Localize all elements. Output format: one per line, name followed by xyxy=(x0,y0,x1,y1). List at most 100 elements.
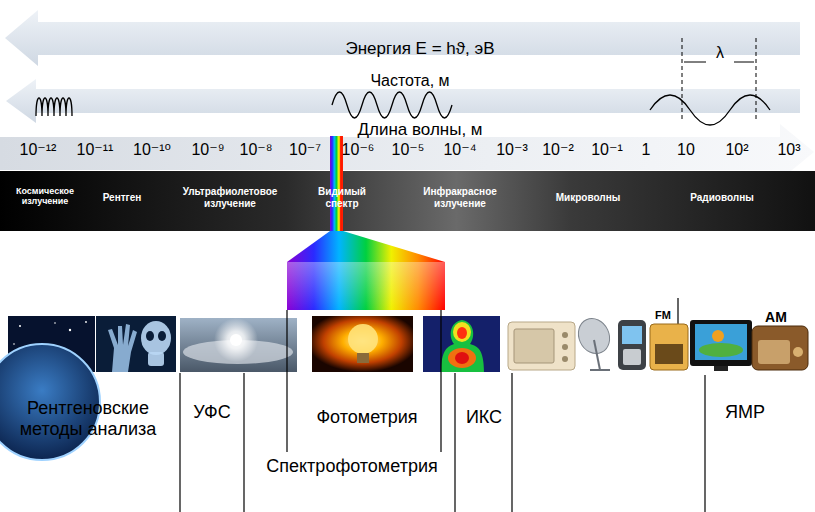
visible-zoom xyxy=(287,231,445,262)
fm-radio-picture xyxy=(650,298,688,370)
scale-number: 10⁻¹² xyxy=(20,141,57,159)
lambda-marker xyxy=(734,62,754,63)
microwave-picture xyxy=(508,322,575,370)
thermal-picture xyxy=(423,316,500,372)
band-name: Микроволны xyxy=(556,192,621,204)
lambda-marker xyxy=(756,38,757,120)
method-name: ИКС xyxy=(466,407,502,428)
scale-number: 10⁻⁷ xyxy=(289,141,321,159)
radio-mark: FM xyxy=(655,309,671,322)
axis-title: Частота, м xyxy=(370,72,449,90)
lamp-picture xyxy=(348,324,378,354)
fm-radio-picture xyxy=(650,324,688,370)
am-radio-picture xyxy=(752,326,808,370)
scale-number: 10⁻⁴ xyxy=(443,141,476,159)
lambda-marker xyxy=(684,62,706,63)
method-name: ЯМР xyxy=(725,402,765,423)
spectrum-bar xyxy=(0,171,815,231)
xray-picture xyxy=(96,316,176,372)
thermal-picture xyxy=(457,327,467,339)
scale-number: 10⁻¹¹ xyxy=(77,141,114,159)
axis-title: Энергия E = hϑ, эВ xyxy=(345,39,494,59)
band-name: Рентген xyxy=(103,192,142,204)
dish-picture xyxy=(594,340,600,370)
am-radio-picture xyxy=(752,326,808,370)
band-name: Видимый спектр xyxy=(312,186,372,209)
visible-strip xyxy=(330,136,343,231)
leader-line xyxy=(440,310,441,452)
energy-arrow xyxy=(5,10,800,66)
xray-picture xyxy=(148,352,164,366)
tv-picture xyxy=(690,320,752,371)
visible-zoom xyxy=(287,231,445,310)
fm-radio-picture xyxy=(677,298,679,324)
visible-zoom xyxy=(287,262,445,310)
microwave-picture xyxy=(562,332,568,338)
cosmic-picture xyxy=(85,321,87,323)
lambda-marker xyxy=(682,38,683,120)
cosmic-picture xyxy=(13,343,15,345)
phone-picture xyxy=(618,320,646,370)
leader-line xyxy=(243,373,244,512)
fm-radio-picture xyxy=(655,344,683,364)
leader-line xyxy=(454,373,455,512)
method-name: Рентгеновские методы анализа xyxy=(18,398,158,439)
wave-symbol xyxy=(650,95,770,125)
wave-symbol xyxy=(36,98,72,116)
phone-picture xyxy=(622,326,642,344)
energy-arrow xyxy=(5,10,800,66)
thermal-picture xyxy=(455,352,469,364)
phone-picture xyxy=(623,349,641,365)
am-radio-picture xyxy=(793,347,803,357)
method-name: Фотометрия xyxy=(316,407,417,428)
band-name: Ультрафиолетовое излучение xyxy=(170,186,290,209)
band-name: Радиоволны xyxy=(690,192,754,204)
scale-number: 1 xyxy=(642,141,651,159)
scale-number: 10⁻⁹ xyxy=(191,141,224,159)
leader-line xyxy=(704,375,705,512)
method-name: Спектрофотометрия xyxy=(266,456,437,477)
radio-mark: AM xyxy=(765,309,787,325)
visible-strip xyxy=(340,136,342,231)
xray-picture xyxy=(146,331,154,341)
cosmic-picture xyxy=(69,329,71,331)
tv-picture xyxy=(714,366,728,371)
scale-number: 10⁻⁵ xyxy=(392,141,425,159)
xray-picture xyxy=(108,324,137,372)
scale-number: 10 xyxy=(677,141,695,159)
leader-line xyxy=(180,310,705,512)
lamp-picture xyxy=(357,353,369,363)
uv-picture xyxy=(180,318,297,372)
lambda-symbol: λ xyxy=(716,44,724,62)
microwave-picture xyxy=(562,344,568,350)
dish-picture xyxy=(573,313,615,358)
scale-number: 10⁻³ xyxy=(496,141,528,159)
dish-picture xyxy=(590,369,610,371)
scale-number: 10⁻¹ xyxy=(591,141,623,159)
uv-picture xyxy=(230,334,242,346)
scale-number: 10³ xyxy=(777,141,800,159)
lambda-marker xyxy=(682,38,756,120)
thermal-picture xyxy=(423,316,500,372)
visible-zoom xyxy=(287,262,445,310)
xray-picture xyxy=(141,321,171,355)
cosmic-picture xyxy=(19,325,21,327)
microwave-picture xyxy=(514,329,554,363)
dish-picture xyxy=(573,313,615,370)
uv-picture xyxy=(180,318,297,372)
microwave-picture xyxy=(508,322,575,370)
thermal-picture xyxy=(441,320,484,372)
scale-number: 10⁻⁸ xyxy=(240,141,273,159)
leader-line xyxy=(511,373,512,512)
scale-number: 10⁻¹⁰ xyxy=(133,141,171,159)
scale-number: 10² xyxy=(725,141,748,159)
band-name: Инфракрасное излучение xyxy=(410,186,510,209)
wave-symbol xyxy=(332,92,452,118)
lamp-picture xyxy=(312,316,413,372)
tv-picture xyxy=(695,324,747,360)
thermal-picture xyxy=(448,348,476,368)
tv-picture xyxy=(690,320,752,366)
leader-line xyxy=(179,373,180,512)
